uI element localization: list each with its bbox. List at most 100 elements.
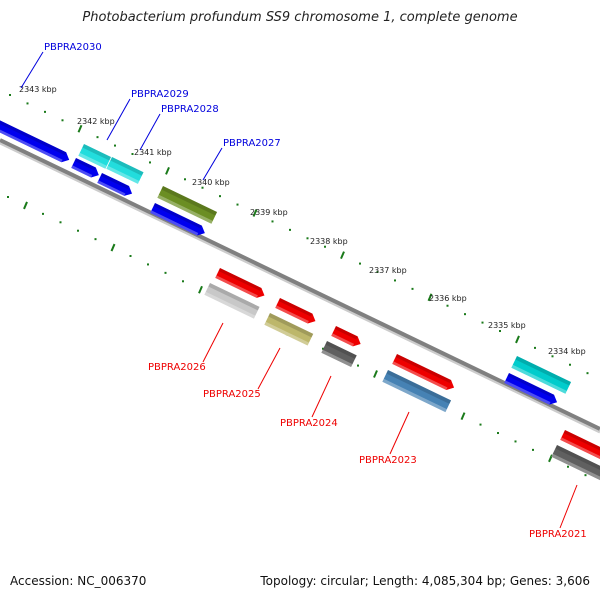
outer-major-tick [515, 335, 520, 344]
inner-major-tick [23, 201, 28, 210]
gene-label-forward[interactable]: PBPRA2030 [44, 42, 102, 53]
gene-labels: PBPRA2030PBPRA2029PBPRA2028PBPRA2027PBPR… [20, 42, 587, 540]
cds-feature-shade [395, 354, 452, 384]
label-leader-line [202, 322, 224, 363]
gene-feature-PBPRA2021[interactable] [551, 445, 600, 481]
outer-minor-tick [569, 363, 571, 366]
cds-feature-highlight [97, 180, 126, 196]
outer-minor-tick [26, 102, 29, 105]
cds-feature-body [150, 203, 205, 236]
inner-major-tick [373, 370, 378, 378]
inner-minor-tick [164, 271, 167, 274]
inner-minor-tick [514, 440, 517, 443]
label-leader-line [389, 411, 410, 455]
label-leader-line [202, 147, 223, 181]
gene-feature-PBPRA2029-body [78, 144, 112, 169]
outer-minor-tick [411, 287, 414, 290]
cds-feature-body [275, 298, 316, 324]
gene-feature[interactable] [511, 356, 572, 394]
gene-feature-PBPRA2021-body [551, 445, 600, 481]
gene-feature-PBPRA2026[interactable] [204, 283, 260, 319]
outer-minor-tick [534, 346, 536, 349]
gene-feature-PBPRA2025-highlight [264, 321, 310, 346]
gene-feature-PBPRA2025-body [264, 313, 314, 346]
gene-label-reverse[interactable]: PBPRA2023 [359, 455, 417, 466]
cds-feature[interactable] [97, 173, 134, 199]
inner-minor-tick [182, 280, 184, 283]
gene-label-forward[interactable]: PBPRA2029 [131, 89, 189, 100]
cds-feature-shade [218, 268, 262, 291]
gene-feature-body [511, 356, 572, 394]
cds-feature[interactable] [275, 298, 318, 326]
gene-feature-PBPRA2023[interactable] [382, 370, 452, 413]
gene-feature-PBPRA2023-highlight [382, 378, 447, 413]
gene-feature-PBPRA2028-shade [110, 157, 144, 176]
scale-label: 2339 kbp [250, 208, 288, 217]
cds-feature[interactable] [392, 354, 456, 393]
outer-minor-tick [149, 161, 151, 164]
inner-minor-tick [7, 196, 9, 198]
cds-feature[interactable] [331, 326, 363, 349]
cds-feature-body [0, 118, 70, 163]
cds-feature[interactable] [504, 373, 559, 407]
gene-label-reverse[interactable]: PBPRA2021 [529, 529, 587, 540]
inner-minor-tick [497, 432, 499, 435]
outer-minor-tick [499, 330, 501, 333]
outer-minor-tick [219, 195, 221, 198]
outer-minor-tick [306, 237, 309, 240]
gene-feature-PBPRA2025[interactable] [264, 313, 314, 346]
gene-label-forward[interactable]: PBPRA2027 [223, 138, 281, 149]
gene-feature-PBPRA2027-shade [161, 186, 218, 216]
inner-minor-tick [479, 423, 482, 426]
cds-feature[interactable] [215, 268, 267, 300]
gene-feature-PBPRA2024[interactable] [321, 341, 357, 368]
outer-minor-tick [271, 220, 274, 223]
scale-label: 2338 kbp [310, 237, 348, 246]
cds-feature-highlight [150, 210, 199, 236]
genome-summary: Topology: circular; Length: 4,085,304 bp… [260, 574, 590, 588]
gene-label-reverse[interactable]: PBPRA2026 [148, 362, 206, 373]
label-leader-line [139, 113, 161, 151]
gene-label-forward[interactable]: PBPRA2028 [161, 104, 219, 115]
outer-major-tick [427, 293, 433, 302]
backbone-shadow [0, 141, 600, 434]
cds-feature-body [392, 354, 455, 390]
cds-feature[interactable] [0, 118, 72, 165]
cds-feature-highlight [275, 305, 309, 324]
gene-feature-PBPRA2027-highlight [157, 194, 213, 224]
gene-feature-PBPRA2023-shade [386, 370, 452, 404]
gene-label-reverse[interactable]: PBPRA2024 [280, 418, 338, 429]
gene-feature-PBPRA2029[interactable] [78, 144, 112, 169]
cds-feature-shade [278, 298, 313, 317]
cds-feature-shade [507, 373, 555, 398]
gene-label-reverse[interactable]: PBPRA2025 [203, 389, 261, 400]
cds-feature-body [97, 173, 133, 196]
outer-minor-tick [96, 136, 99, 139]
gene-feature-PBPRA2028[interactable] [106, 157, 144, 184]
cds-feature-highlight [0, 125, 63, 163]
gene-feature-PBPRA2024-highlight [321, 349, 353, 368]
cds-feature-shade [563, 430, 600, 453]
cds-feature[interactable] [560, 430, 600, 462]
outer-minor-tick [551, 355, 554, 358]
outer-major-tick [252, 209, 258, 217]
gene-feature-PBPRA2024-body [321, 341, 357, 368]
cds-feature-highlight [392, 361, 448, 390]
cds-feature-body [215, 268, 265, 298]
cds-feature-shade [74, 158, 96, 171]
gene-feature-PBPRA2027[interactable] [157, 186, 218, 224]
outer-minor-tick [394, 279, 396, 282]
inner-minor-tick [584, 474, 587, 477]
cds-feature[interactable] [71, 158, 101, 180]
outer-minor-tick [236, 203, 239, 206]
cds-feature-highlight [215, 275, 258, 298]
cds-feature-shade [0, 118, 67, 156]
gene-feature-PBPRA2024-shade [325, 341, 357, 359]
gene-feature-PBPRA2021-highlight [551, 453, 600, 481]
inner-major-tick [198, 285, 203, 294]
inner-minor-tick [357, 364, 359, 367]
cds-feature[interactable] [150, 203, 207, 238]
inner-major-tick [110, 243, 116, 252]
outer-minor-tick [201, 186, 204, 189]
cds-feature-shade [100, 173, 130, 189]
